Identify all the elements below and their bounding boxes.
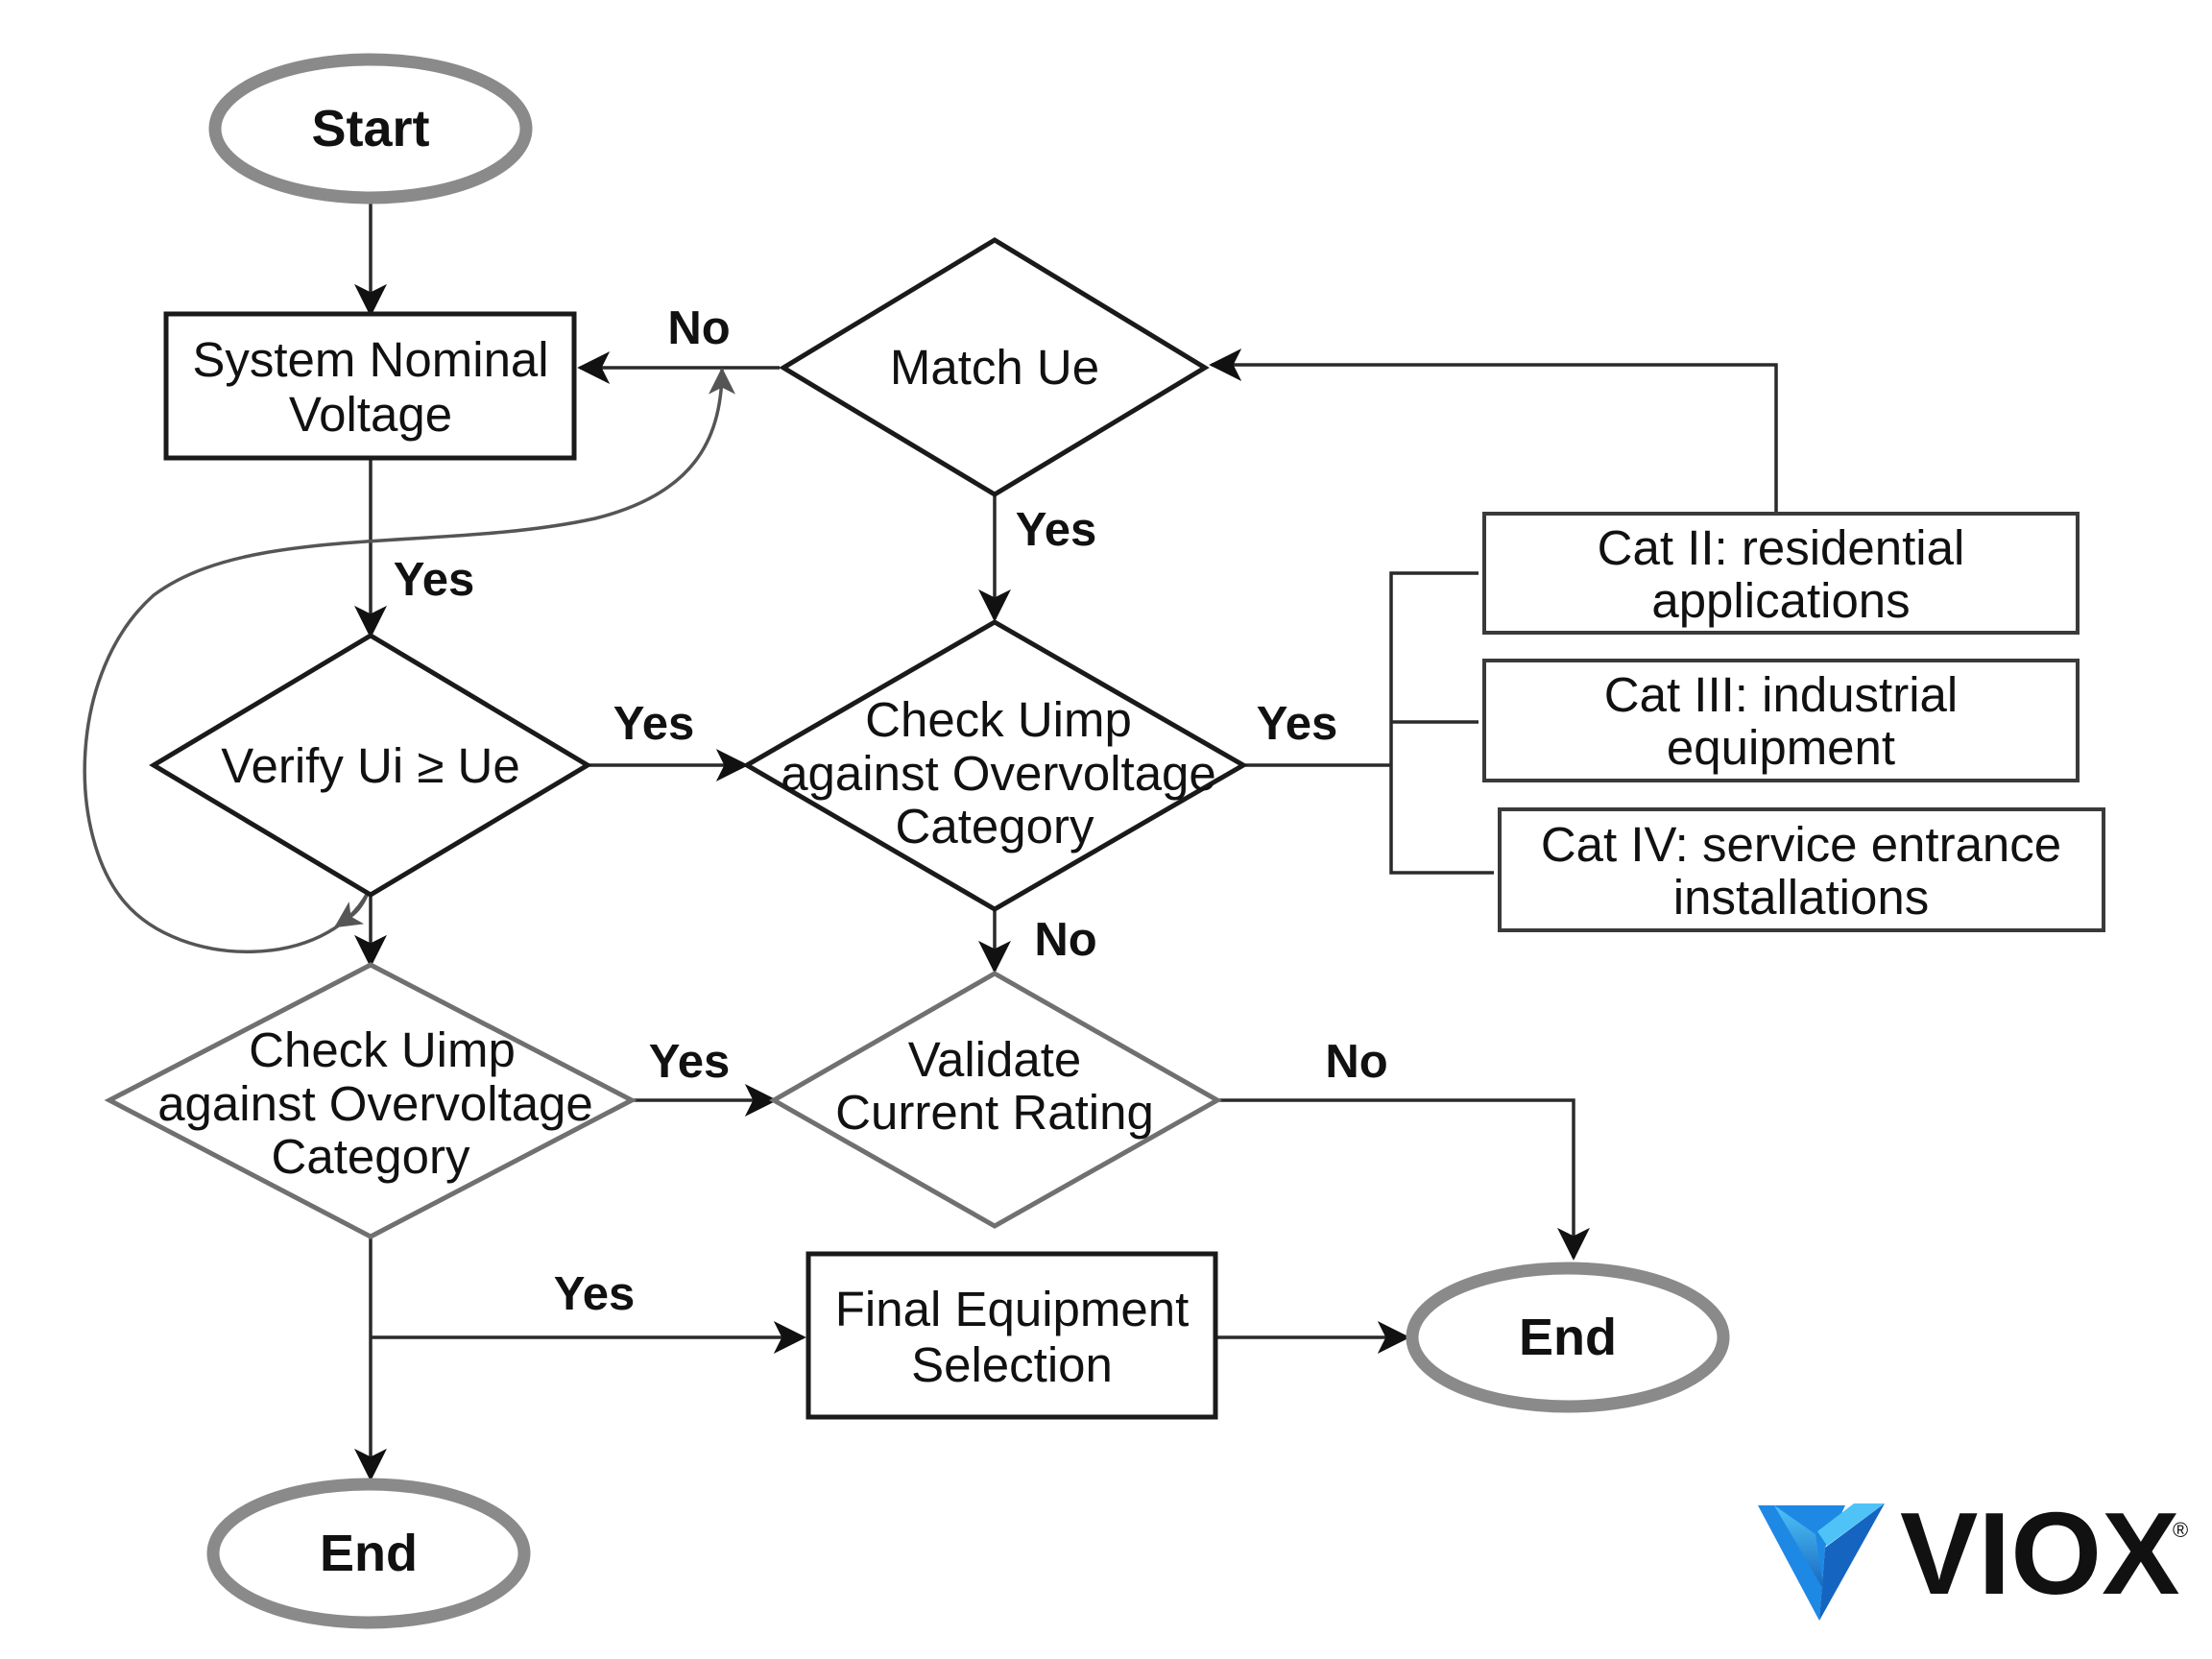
cat-iv-line2: installations: [1673, 870, 1929, 925]
cat-iii-line2: equipment: [1667, 720, 1895, 775]
cat-iii-line1: Cat III: industrial: [1604, 667, 1958, 722]
edge-cat-to-match: [1209, 349, 1778, 514]
label-check-top-yes: Yes: [1257, 698, 1337, 750]
edge-labels: No Yes Yes Yes Yes No Yes No Yes: [394, 302, 1388, 1320]
final-equipment-line2: Selection: [911, 1337, 1113, 1392]
end-right-label: End: [1519, 1309, 1617, 1366]
label-check-top-no: No: [1034, 914, 1096, 966]
check-uimp-bottom-line3: Category: [272, 1129, 470, 1184]
system-nominal-voltage-line1: System Nominal: [192, 332, 548, 387]
viox-wordmark: VIOX: [1900, 1488, 2180, 1619]
check-uimp-top-diamond: Check Uimp against Overvoltage Category: [742, 619, 1249, 912]
check-uimp-bottom-line2: against Overvoltage: [157, 1076, 593, 1131]
validate-current-rating-diamond: Validate Current Rating: [768, 971, 1223, 1229]
check-uimp-top-line1: Check Uimp: [865, 692, 1132, 747]
label-match-yes: Yes: [1016, 504, 1096, 556]
cat-iii-box: Cat III: industrial equipment: [1482, 659, 2080, 782]
cat-ii-line2: applications: [1651, 573, 1910, 628]
system-nominal-voltage-box: System Nominal Voltage: [163, 311, 577, 461]
edge-validate-no: [1217, 1098, 1590, 1261]
viox-logo: VIOX ®: [1758, 1488, 2188, 1621]
check-uimp-top-line3: Category: [896, 799, 1094, 854]
validate-line1: Validate: [908, 1032, 1082, 1087]
check-uimp-bottom-diamond: Check Uimp against Overvoltage Category: [104, 962, 637, 1239]
start-terminal: Start: [208, 53, 533, 204]
verify-ui-ue-diamond: Verify Ui ≥ Ue: [149, 633, 592, 898]
end-bottom-label: End: [320, 1525, 418, 1582]
check-uimp-top-line2: against Overvoltage: [781, 746, 1216, 801]
cat-ii-box: Cat II: residential applications: [1482, 512, 2080, 635]
end-terminal-right: End: [1406, 1262, 1730, 1413]
edge-loop-up: [83, 367, 735, 954]
label-match-no: No: [667, 302, 730, 354]
label-bottom-yes: Yes: [554, 1268, 635, 1320]
start-label: Start: [311, 100, 429, 157]
match-ue-diamond: Match Ue: [779, 237, 1210, 497]
viox-v-mark-icon: [1758, 1503, 1885, 1621]
label-validate-no: No: [1325, 1036, 1387, 1088]
connectors: [83, 202, 1778, 1481]
label-voltage-yes: Yes: [394, 554, 474, 606]
check-uimp-bottom-line1: Check Uimp: [249, 1022, 516, 1077]
cat-iv-box: Cat IV: service entrance installations: [1498, 807, 2105, 932]
system-nominal-voltage-line2: Voltage: [289, 387, 452, 442]
cat-ii-line1: Cat II: residential: [1598, 520, 1965, 575]
verify-ui-ue-label: Verify Ui ≥ Ue: [221, 738, 519, 793]
match-ue-label: Match Ue: [890, 340, 1099, 395]
edge-loop-into-verify: [334, 892, 370, 928]
final-equipment-line1: Final Equipment: [835, 1282, 1190, 1336]
label-verify-yes: Yes: [613, 698, 694, 750]
cat-iv-line1: Cat IV: service entrance: [1541, 817, 2061, 872]
validate-line2: Current Rating: [835, 1085, 1154, 1140]
final-equipment-selection-box: Final Equipment Selection: [805, 1251, 1218, 1420]
end-terminal-bottom: End: [206, 1478, 531, 1629]
registered-mark: ®: [2173, 1518, 2188, 1542]
label-check-bottom-yes: Yes: [649, 1036, 730, 1088]
